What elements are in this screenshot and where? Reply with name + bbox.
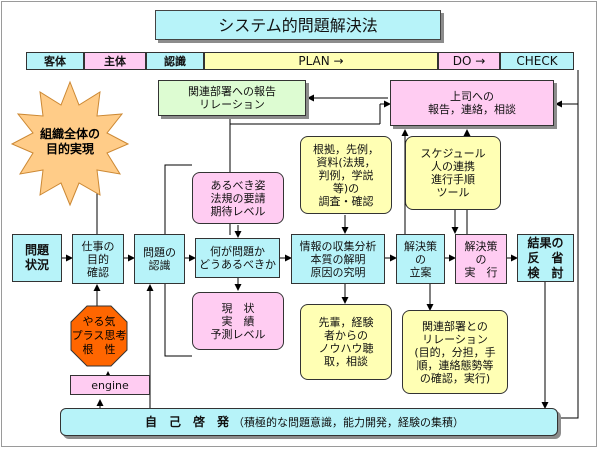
kanren-houkoku-text: 関連部署への報告 リレーション [188, 85, 276, 111]
phase-do: DO → [438, 52, 500, 70]
konkyo-box: 根拠，先例， 資料(法規， 判例，学説 等)の 調査・確認 [300, 136, 392, 214]
schedule-box: スケジュール 人の連携 進行手順 ツール [405, 136, 501, 210]
diagram-title: システム的問題解決法 [155, 10, 441, 40]
joushi-text: 上司への 報告，連絡，相談 [428, 90, 516, 116]
engine-box: engine [70, 375, 150, 395]
schedule-text: スケジュール 人の連携 進行手順 ツール [420, 147, 486, 199]
phase-ninshiki: 認識 [146, 52, 204, 70]
phase-kyakutai-label: 客体 [44, 54, 66, 68]
phase-plan: PLAN → [204, 52, 438, 70]
kanren-relation-text: 関連部署との リレーション (目的，分担，手 順，連絡態勢等 の確認，実行) [414, 319, 496, 385]
mondai-ninshiki-text: 問題の 認識 [143, 246, 176, 272]
phase-ninshiki-label: 認識 [164, 54, 186, 68]
kanren-houkoku-box: 関連部署への報告 リレーション [158, 80, 306, 116]
kaiketsu-jikkou-text: 解決策 の 実 行 [464, 239, 498, 279]
mondai-joukyou-text: 問題 状況 [24, 243, 49, 272]
shigoto-box: 仕事の 目的 確認 [72, 234, 124, 284]
genjou-text: 現 状 実 績 予測レベル [210, 301, 266, 341]
kanren-relation-box: 関連部署との リレーション (目的，分担，手 順，連絡態勢等 の確認，実行) [402, 310, 508, 394]
phase-shutai-label: 主体 [104, 54, 126, 68]
phase-check: CHECK [500, 52, 574, 70]
mondai-ninshiki-box: 問題の 認識 [134, 234, 185, 284]
shigoto-text: 仕事の 目的 確認 [81, 239, 115, 279]
nani-ga-box: 何が問題か どうあるべきか [195, 238, 280, 278]
engine-text: engine [91, 378, 129, 392]
genjou-box: 現 状 実 績 予測レベル [192, 292, 284, 350]
yaruki-text: やる気 プラス思考 根 性 [71, 315, 127, 356]
kekka-text: 結果の 反 省 検 討 [527, 235, 564, 280]
mondai-joukyou-box: 問題 状況 [12, 234, 62, 282]
phase-kyakutai: 客体 [26, 52, 84, 70]
kaiketsu-ritsuan-text: 解決策 の 立案 [404, 239, 437, 279]
konkyo-text: 根拠，先例， 資料(法規， 判例，学説 等)の 調査・確認 [313, 142, 379, 208]
jouhou-box: 情報の収集分析 本質の解明 原因の究明 [291, 234, 385, 284]
jouhou-text: 情報の収集分析 本質の解明 原因の究明 [299, 239, 377, 279]
senpai-box: 先輩，経験 者からの ノウハウ聴 取，相談 [300, 304, 392, 380]
joushi-box: 上司への 報告，連絡，相談 [390, 80, 554, 126]
sun-label: 組織全体の 目的実現 [39, 127, 100, 156]
phase-check-label: CHECK [516, 53, 558, 68]
jiko-keihatsu-box: 自 己 啓 発 （積極的な問題意識，能力開発，経験の集積） [60, 408, 558, 436]
phase-shutai: 主体 [84, 52, 146, 70]
jiko-keihatsu-sub: （積極的な問題意識，能力開発，経験の集積） [233, 415, 465, 429]
kekka-box: 結果の 反 省 検 討 [517, 234, 574, 282]
jiko-keihatsu-title: 自 己 啓 発 [145, 414, 230, 429]
nani-ga-text: 何が問題か どうあるべきか [199, 245, 276, 271]
phase-do-label: DO → [452, 53, 486, 68]
kaiketsu-jikkou-box: 解決策 の 実 行 [455, 234, 507, 284]
arubeki-box: あるべき姿 法規の要請 期待レベル [192, 172, 284, 224]
senpai-text: 先輩，経験 者からの ノウハウ聴 取，相談 [318, 316, 374, 368]
phase-plan-label: PLAN → [298, 53, 344, 68]
kaiketsu-ritsuan-box: 解決策 の 立案 [396, 234, 445, 284]
title-text: システム的問題解決法 [218, 15, 378, 35]
arubeki-text: あるべき姿 法規の要請 期待レベル [210, 178, 266, 218]
